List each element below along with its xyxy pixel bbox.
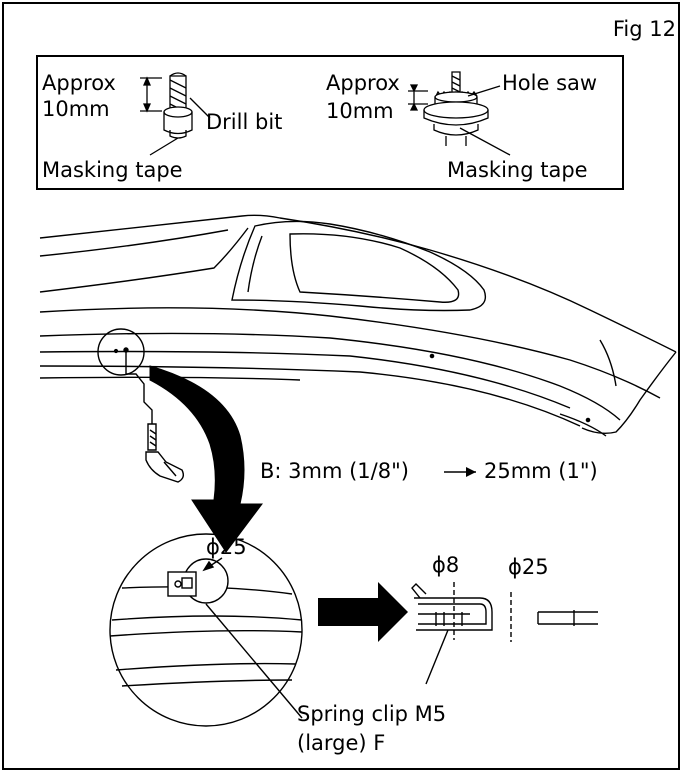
section-view xyxy=(411,582,598,685)
drill-tape-label: Masking tape xyxy=(42,158,183,182)
clip-diameter-label: ϕ8 xyxy=(432,553,459,577)
callout-circle xyxy=(109,533,303,727)
part-label-line1: Spring clip M5 xyxy=(297,702,446,726)
holesaw-tape-label: Masking tape xyxy=(447,158,588,182)
drill-size-label: 10mm xyxy=(42,97,110,121)
car-body-drawing xyxy=(39,214,677,483)
holesaw-label: Hole saw xyxy=(502,71,597,95)
bold-right-arrow-icon xyxy=(318,582,408,642)
drill-bit-detail xyxy=(140,72,211,156)
section-hole-diameter-label: ϕ25 xyxy=(508,555,549,579)
curved-arrow-icon xyxy=(149,365,263,553)
result-text: 25mm (1") xyxy=(484,459,598,483)
drill-bit-label: Drill bit xyxy=(206,110,282,134)
holesaw-approx-label: Approx xyxy=(326,71,400,95)
part-label-line2: (large) F xyxy=(297,731,385,755)
drill-approx-label: Approx xyxy=(42,71,116,95)
callout-diameter-label: ϕ25 xyxy=(206,535,247,559)
right-arrow-icon xyxy=(444,467,476,477)
hole-saw-detail xyxy=(408,71,511,156)
holesaw-size-label: 10mm xyxy=(326,99,394,123)
figure-number: Fig 12 xyxy=(613,17,676,41)
step-text: B: 3mm (1/8") xyxy=(260,459,409,483)
detail-box xyxy=(36,55,624,190)
